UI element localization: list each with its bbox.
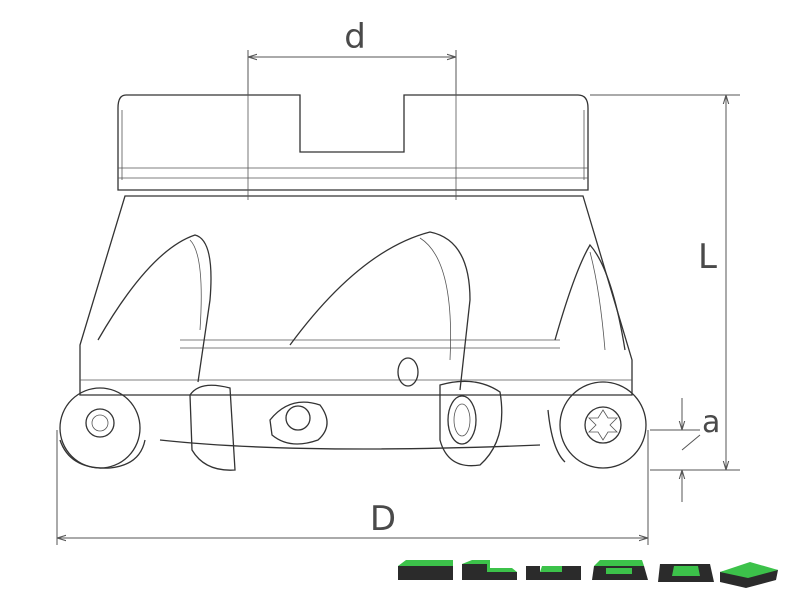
- dimension-L: L: [590, 94, 740, 471]
- insert-center-left: [189, 384, 328, 471]
- insert-center-right: [439, 380, 503, 467]
- label-L: L: [698, 237, 717, 277]
- dimension-d: d: [247, 17, 457, 95]
- insert-profile-icons: [398, 560, 778, 588]
- dimension-D: D: [56, 430, 649, 545]
- bore-center-lines: [247, 95, 457, 200]
- cutter-lower-body: [79, 195, 633, 450]
- insert-profile-1-icon: [398, 560, 453, 580]
- label-a: a: [702, 405, 720, 440]
- insert-profile-2-icon: [462, 560, 517, 580]
- insert-profile-3-icon: [526, 566, 581, 580]
- label-D: D: [370, 499, 396, 539]
- insert-profile-4-icon: [592, 560, 648, 580]
- cutter-top-body: [117, 94, 589, 191]
- insert-left: [59, 387, 146, 469]
- dimension-a: a: [650, 398, 720, 502]
- label-d: d: [344, 17, 366, 57]
- insert-profile-6-icon: [720, 562, 778, 588]
- insert-profile-5-icon: [658, 564, 714, 582]
- insert-right: [547, 381, 647, 469]
